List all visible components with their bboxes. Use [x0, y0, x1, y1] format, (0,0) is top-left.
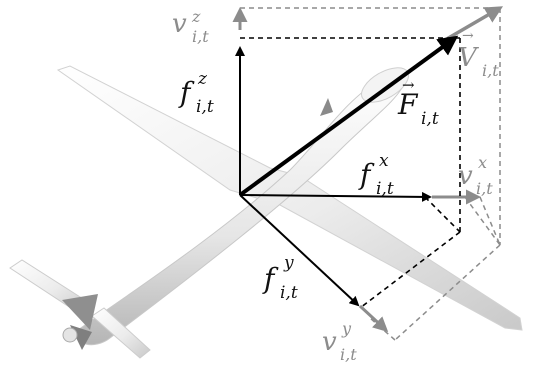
svg-text:f: f [178, 76, 195, 109]
svg-text:i,t: i,t [421, 109, 439, 129]
label-force-x: f x i,t [358, 151, 394, 199]
force-components [235, 35, 461, 309]
force-y-arrow [239, 194, 360, 307]
label-sub: i,t [476, 179, 493, 198]
label-force-y: f y i,t [262, 253, 298, 303]
v-box-edge-3 [394, 244, 501, 341]
svg-text:z: z [191, 7, 201, 26]
label-sub: i,t [421, 109, 439, 129]
svg-text:V: V [458, 43, 479, 73]
svg-text:f: f [358, 158, 375, 191]
svg-text:→: → [402, 76, 415, 94]
label-sup: y [341, 319, 352, 338]
tail-stabilizer-right [91, 307, 151, 359]
force-x-arrow [239, 191, 432, 202]
label-sup: z [197, 69, 208, 89]
label-sub: i,t [192, 27, 209, 46]
svg-text:v: v [172, 9, 187, 39]
label-base: f [358, 158, 375, 191]
svg-text:x: x [379, 151, 389, 171]
svg-text:i,t: i,t [376, 179, 394, 199]
propeller-hub [62, 327, 78, 343]
v-box-edge-5 [464, 196, 501, 246]
label-base: v [172, 9, 187, 39]
label-sub: i,t [196, 97, 214, 117]
velocity-y-arrow [358, 304, 389, 333]
svg-text:y: y [341, 319, 352, 338]
drone-illustration [9, 65, 523, 359]
label-sup: x [379, 151, 389, 171]
svg-text:z: z [197, 69, 208, 89]
svg-text:i,t: i,t [280, 283, 298, 303]
label-base: F [397, 88, 419, 121]
svg-text:f: f [262, 262, 279, 295]
force-total-arrow [238, 35, 459, 197]
label-sub: i,t [482, 61, 499, 80]
f-box-edge-3 [359, 231, 461, 309]
label-arrow: → [402, 76, 415, 94]
label-base: v [322, 327, 337, 357]
svg-text:i,t: i,t [482, 61, 499, 80]
label-base: f [178, 76, 195, 109]
main-wing [56, 65, 523, 331]
label-sub: i,t [280, 283, 298, 303]
label-force-total: → F i,t [397, 76, 439, 129]
velocity-total-arrow [444, 6, 504, 42]
label-sub: i,t [376, 179, 394, 199]
label-velocity-z: v z i,t [172, 7, 209, 46]
f-box-edge-4 [424, 196, 461, 233]
svg-text:v: v [322, 327, 337, 357]
svg-text:i,t: i,t [196, 97, 214, 117]
label-base: V [458, 43, 479, 73]
svg-text:F: F [397, 88, 419, 121]
svg-text:i,t: i,t [340, 345, 357, 364]
label-sub: i,t [340, 345, 357, 364]
label-velocity-y: v y i,t [322, 319, 357, 364]
label-base: v [458, 161, 473, 191]
label-sup: y [283, 253, 294, 273]
antenna-fin [320, 98, 333, 116]
svg-text:v: v [458, 161, 473, 191]
label-sup: x [478, 153, 487, 172]
svg-text:→: → [462, 28, 474, 44]
label-arrow: → [462, 28, 474, 44]
label-velocity-total: → V i,t [458, 28, 499, 80]
svg-text:i,t: i,t [192, 27, 209, 46]
label-sup: z [191, 7, 201, 26]
tail-fin-upper [62, 294, 98, 330]
label-velocity-x: v x i,t [458, 153, 493, 198]
label-force-z: f z i,t [178, 69, 214, 117]
svg-text:i,t: i,t [476, 179, 493, 198]
v-box-edge-4 [369, 317, 396, 341]
label-base: f [262, 262, 279, 295]
svg-text:x: x [478, 153, 487, 172]
svg-text:y: y [283, 253, 294, 273]
velocity-components [232, 6, 504, 341]
